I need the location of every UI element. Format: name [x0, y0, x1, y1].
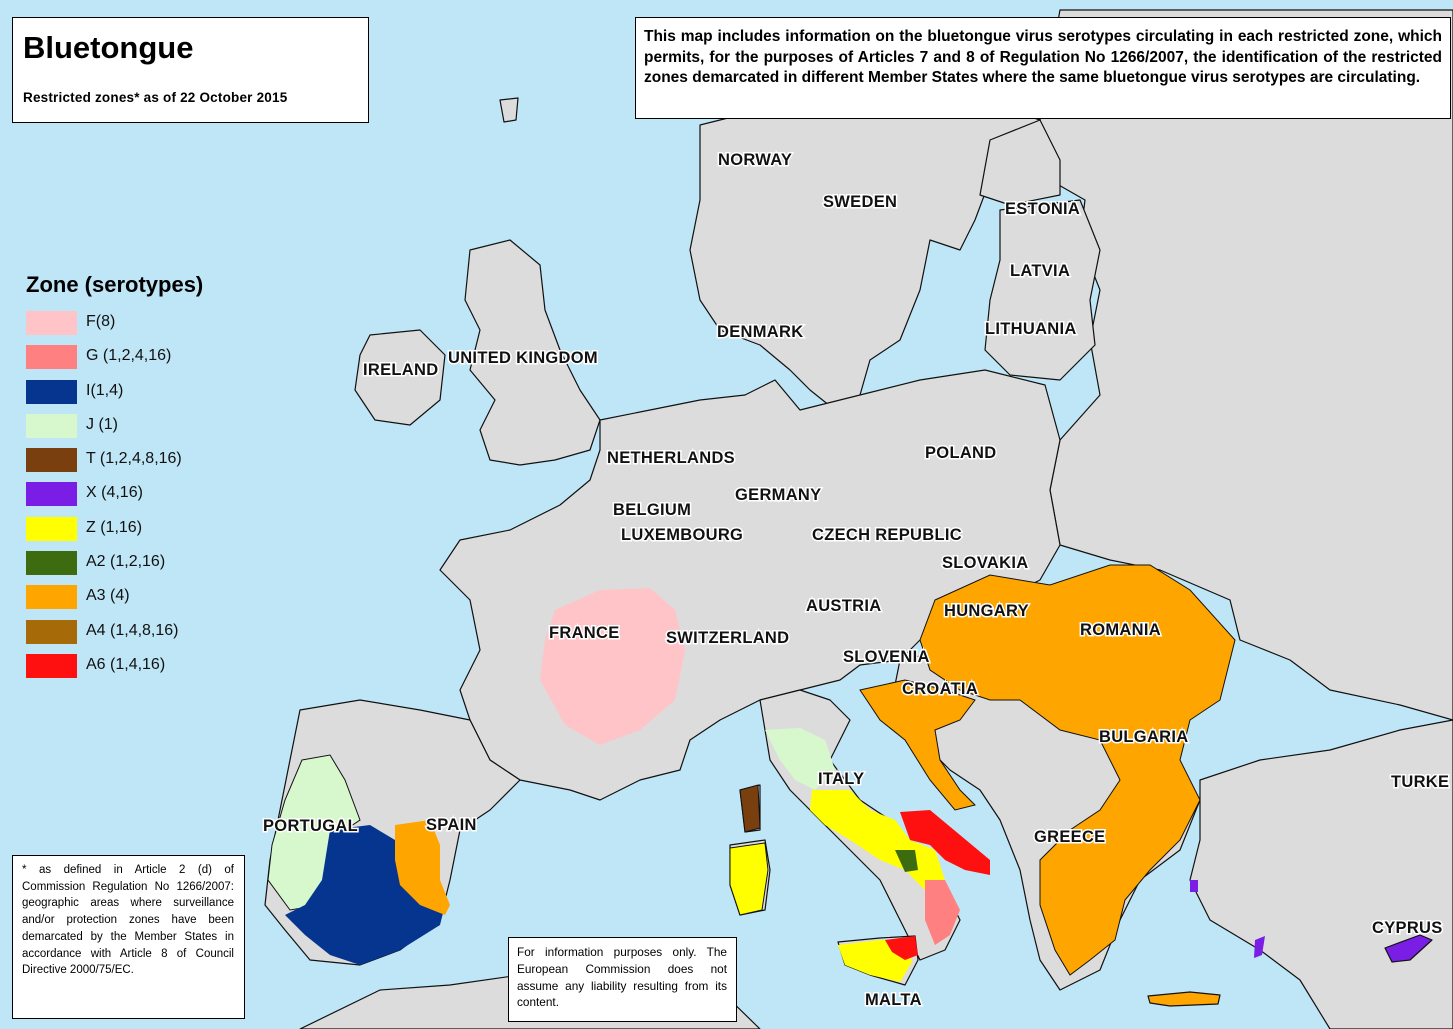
legend-item: A6 (1,4,16) [26, 653, 203, 688]
label-cyprus: CYPRUS [1372, 919, 1443, 937]
label-spain: SPAIN [426, 816, 477, 834]
label-slovakia: SLOVAKIA [942, 554, 1028, 572]
legend-label: F(8) [86, 313, 116, 330]
label-poland: POLAND [925, 444, 996, 462]
legend-item: A3 (4) [26, 585, 203, 619]
title-box: Bluetongue Restricted zones* as of 22 Oc… [12, 17, 369, 123]
legend-swatch [26, 413, 77, 438]
legend-swatch [26, 585, 77, 610]
land-baltics [984, 199, 1101, 381]
label-belgium: BELGIUM [613, 501, 691, 519]
label-italy: ITALY [818, 770, 864, 788]
legend-label: Z (1,16) [86, 518, 143, 536]
legend-swatch [26, 516, 77, 541]
legend: Zone (serotypes) F(8) G (1,2,4,16) I(1,4) J… [26, 272, 203, 688]
label-germany: GERMANY [735, 486, 821, 504]
disclaimer-box: For information purposes only. The Europ… [508, 937, 737, 1022]
label-malta: MALTA [865, 991, 922, 1009]
zone-rhodes-x [1254, 936, 1265, 958]
label-slovenia: SLOVENIA [843, 648, 930, 666]
legend-label: X (4,16) [86, 484, 143, 502]
land-ireland [354, 329, 446, 426]
label-croatia: CROATIA [902, 680, 978, 698]
label-switzerland: SWITZERLAND [666, 629, 789, 647]
label-sweden: SWEDEN [823, 193, 897, 211]
label-france: FRANCE [549, 624, 620, 642]
legend-label: T (1,2,4,8,16) [86, 450, 182, 468]
label-portugal: PORTUGAL [263, 817, 358, 835]
label-estonia: ESTONIA [1005, 200, 1080, 218]
legend-label: J (1) [86, 415, 118, 433]
legend-swatch [26, 653, 77, 678]
label-lithuania: LITHUANIA [985, 320, 1077, 338]
label-latvia: LATVIA [1010, 262, 1070, 280]
legend-item: J (1) [26, 413, 203, 448]
legend-label: I(1,4) [86, 381, 124, 399]
legend-item: A4 (1,4,8,16) [26, 619, 203, 654]
label-turkey: TURKE [1391, 773, 1449, 791]
legend-item: G (1,2,4,16) [26, 345, 203, 379]
zone-corsica-t [739, 784, 761, 833]
legend-title: Zone (serotypes) [26, 272, 204, 297]
zones [267, 564, 1265, 982]
zone-italy-a2 [895, 850, 918, 872]
label-norway: NORWAY [718, 151, 792, 169]
label-romania: ROMANIA [1080, 621, 1161, 639]
zone-italy-j [765, 728, 835, 790]
legend-item: X (4,16) [26, 482, 203, 516]
legend-label: G (1,2,4,16) [86, 347, 172, 365]
legend-swatch [26, 311, 77, 335]
zone-aegean-x [1190, 880, 1198, 892]
label-czech-republic: CZECH REPUBLIC [812, 526, 962, 544]
legend-item: Z (1,16) [26, 516, 203, 551]
legend-item: T (1,2,4,8,16) [26, 448, 203, 482]
label-greece: GREECE [1034, 828, 1105, 846]
label-united-kingdom: UNITED KINGDOM [448, 349, 598, 367]
zone-sicily-a6 [885, 936, 918, 960]
legend-swatch [26, 551, 77, 576]
legend-item: I(1,4) [26, 379, 203, 414]
legend-swatch [26, 482, 77, 507]
legend-label: A4 (1,4,8,16) [86, 621, 179, 639]
label-luxembourg: LUXEMBOURG [621, 526, 743, 544]
legend-swatch [26, 345, 77, 370]
land-cyprus [1384, 934, 1433, 963]
legend-swatch [26, 448, 77, 473]
country-labels: NORWAY SWEDEN ESTONIA LATVIA LITHUANIA D… [262, 150, 1451, 1011]
map-title: Bluetongue [23, 30, 194, 65]
zone-spain-a3 [395, 820, 450, 915]
zone-spain-i [285, 825, 445, 965]
legend-label: A6 (1,4,16) [86, 655, 166, 673]
label-austria: AUSTRIA [806, 597, 881, 615]
legend-rows: F(8) G (1,2,4,16) I(1,4) J (1) T (1,2,4,8,16… [26, 311, 203, 688]
land-crete [1147, 991, 1221, 1007]
label-ireland: IRELAND [363, 361, 438, 379]
zone-danube-a3 [919, 564, 1236, 976]
label-hungary: HUNGARY [944, 602, 1029, 620]
land-islet [499, 97, 519, 123]
map-subtitle: Restricted zones* as of 22 October 2015 [23, 90, 288, 105]
legend-swatch [26, 619, 77, 644]
legend-label: A2 (1,2,16) [86, 553, 166, 571]
legend-item: A2 (1,2,16) [26, 551, 203, 585]
zone-france-f [540, 588, 685, 745]
legend-label: A3 (4) [86, 587, 130, 605]
footnote-box: * as defined in Article 2 (d) of Commiss… [12, 855, 245, 1019]
zone-sardinia-z [729, 842, 769, 916]
zone-croatia-a3 [859, 679, 976, 811]
land-great-britain [464, 239, 601, 466]
legend-swatch [26, 379, 77, 404]
info-text-box: This map includes information on the blu… [635, 17, 1451, 119]
label-bulgaria: BULGARIA [1099, 728, 1188, 746]
land-finland [979, 119, 1061, 206]
zone-calabria-g [925, 880, 960, 945]
label-netherlands: NETHERLANDS [607, 449, 735, 467]
zone-italy-a6 [900, 810, 990, 875]
label-denmark: DENMARK [717, 323, 803, 341]
legend-item: F(8) [26, 311, 203, 345]
